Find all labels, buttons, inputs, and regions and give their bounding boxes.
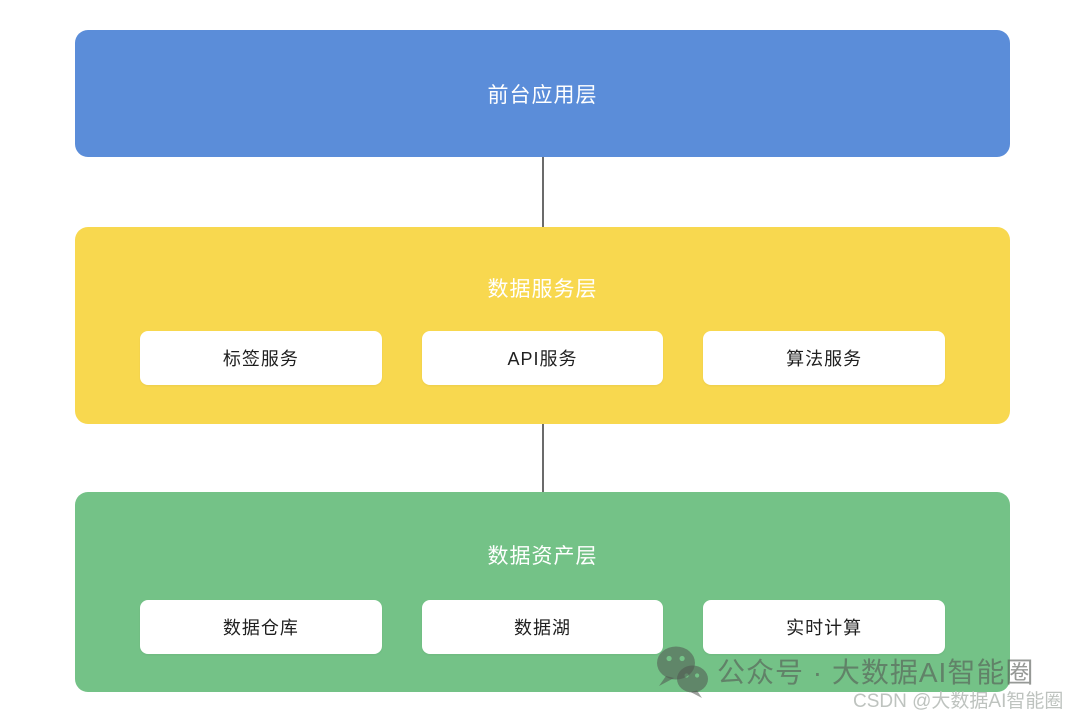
sub-box-tag-service: 标签服务 bbox=[140, 331, 382, 385]
sub-box-data-lake: 数据湖 bbox=[421, 600, 664, 654]
layer-frontend-app: 前台应用层 bbox=[75, 30, 1010, 157]
sub-box-algorithm-service: 算法服务 bbox=[703, 331, 946, 385]
layer-frontend-app-title: 前台应用层 bbox=[487, 83, 598, 107]
layer-data-asset: 数据资产层 数据仓库 数据湖 实时计算 bbox=[75, 492, 1010, 692]
connector-line-top bbox=[542, 157, 544, 227]
data-asset-sub-row: 数据仓库 数据湖 实时计算 bbox=[140, 600, 946, 654]
data-service-sub-row: 标签服务 API服务 算法服务 bbox=[140, 331, 946, 385]
sub-box-data-warehouse: 数据仓库 bbox=[140, 600, 382, 654]
sub-box-api-service: API服务 bbox=[421, 331, 664, 385]
layer-data-service-title: 数据服务层 bbox=[487, 278, 598, 301]
sub-box-realtime-compute: 实时计算 bbox=[703, 600, 946, 654]
connector-line-bottom bbox=[542, 424, 544, 492]
layer-data-asset-title: 数据资产层 bbox=[487, 545, 598, 568]
layer-data-service: 数据服务层 标签服务 API服务 算法服务 bbox=[75, 227, 1010, 424]
